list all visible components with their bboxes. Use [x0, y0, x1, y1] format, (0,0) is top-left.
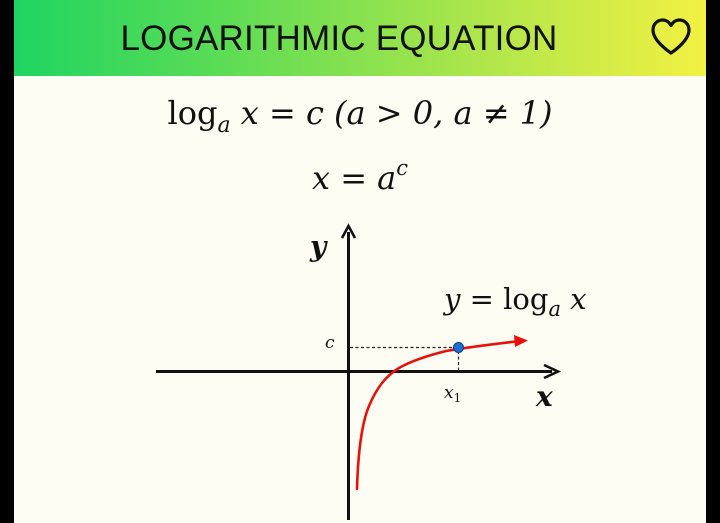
curve-arrowhead — [514, 335, 528, 347]
c-label: c — [325, 333, 335, 353]
x1-label-subscript: 1 — [454, 391, 462, 405]
page-title: LOGARITHMIC EQUATION — [120, 19, 558, 58]
x-axis-label: x — [535, 380, 553, 413]
log-text: log — [167, 94, 218, 132]
x1-label-main: x — [444, 383, 454, 403]
log-graph: y x y = loga x c x1 — [156, 223, 587, 520]
intersection-point — [453, 342, 464, 353]
curve-label-func: log — [503, 282, 548, 316]
definition-rest: x = c (a > 0, a ≠ 1) — [230, 94, 553, 132]
curve-label-base: a — [548, 297, 561, 321]
header-bar: LOGARITHMIC EQUATION — [14, 0, 706, 76]
log-curve — [355, 339, 522, 491]
y-axis-label: y — [309, 230, 328, 263]
y-axis-arrow — [340, 223, 357, 239]
x1-label: x1 — [444, 383, 461, 405]
log-base: a — [217, 113, 231, 138]
card: LOGARITHMIC EQUATION loga x = c (a > 0, … — [14, 0, 706, 523]
x-axis-arrow — [543, 363, 562, 380]
curve-label: y = loga x — [442, 282, 587, 321]
log-definition-formula: loga x = c (a > 0, a ≠ 1) — [14, 94, 706, 138]
solution-lhs: x = a — [311, 159, 397, 197]
curve-label-prefix: y = — [442, 282, 503, 316]
solution-formula: x = ac — [14, 156, 706, 197]
solution-exponent: c — [396, 156, 409, 180]
curve-label-arg: x — [561, 282, 587, 316]
heart-icon[interactable] — [650, 17, 692, 57]
